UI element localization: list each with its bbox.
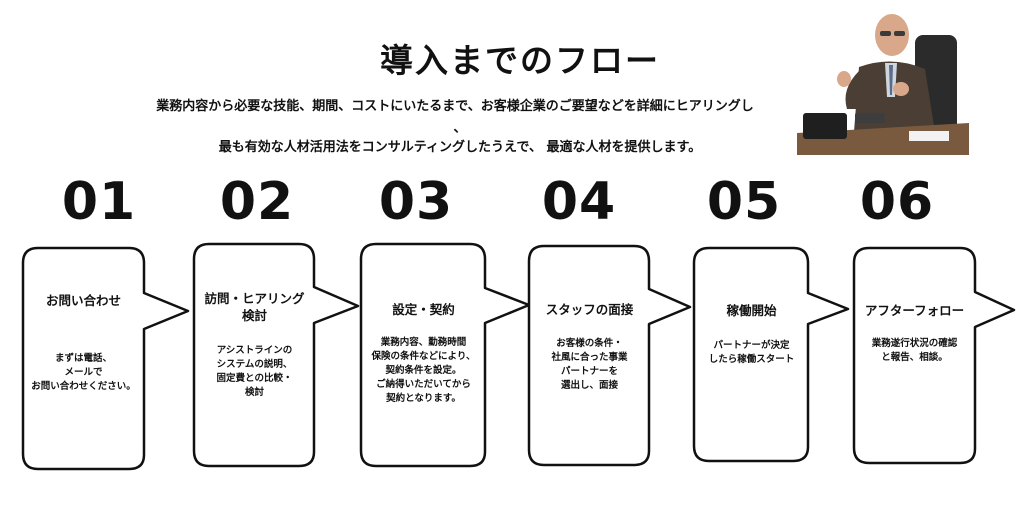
intro-text-line1: 業務内容から必要な技能、期間、コストにいたるまで、お客様企業のご要望などを詳細に…: [156, 99, 754, 114]
step-description: まずは電話、メールでお問い合わせください。: [31, 353, 136, 392]
step-description: パートナーが決定したら稼働スタート: [708, 340, 795, 365]
step-title: スタッフの面接: [545, 302, 634, 317]
callout-shape: [192, 242, 360, 468]
step-card: 訪問・ヒアリング検討 アシストラインのシステムの説明、固定費との比較・検討: [192, 242, 363, 468]
intro-text-line2: 最も有効な人材活用法をコンサルティングしたうえで、 最適な人材を提供します。: [218, 140, 702, 155]
step-card: 稼働開始 パートナーが決定したら稼働スタート: [692, 246, 853, 463]
step-number: 06: [859, 172, 935, 232]
step-description: 業務内容、勤務時間保険の条件などにより、契約条件を設定。ご納得いただいてから契約…: [371, 337, 476, 404]
step-title: 訪問・ヒアリング検討: [204, 291, 305, 323]
step-description: アシストラインのシステムの説明、固定費との比較・検討: [216, 345, 293, 398]
step-title: 稼働開始: [726, 303, 777, 318]
callout-shape: [527, 244, 692, 467]
step-number: 02: [219, 172, 295, 232]
intro-text-line1-tail: 、: [453, 121, 467, 136]
step-title: アフターフォロー: [864, 303, 965, 318]
step-number: 05: [706, 172, 782, 232]
callout-shape: [852, 246, 1016, 465]
step-title: 設定・契約: [392, 302, 455, 317]
step-description: 業務遂行状況の確認と報告、相談。: [871, 338, 958, 363]
step-card: お問い合わせ まずは電話、メールでお問い合わせください。: [21, 246, 192, 471]
callout-shape: [21, 246, 190, 471]
consultant-photo: [797, 5, 969, 155]
step-number: 01: [61, 172, 137, 232]
page-title: 導入までのフロー: [380, 41, 660, 80]
step-card: アフターフォロー 業務遂行状況の確認と報告、相談。: [852, 246, 1018, 465]
step-title: お問い合わせ: [45, 293, 121, 308]
step-number: 04: [541, 172, 617, 232]
callout-shape: [359, 242, 531, 468]
step-card: スタッフの面接 お客様の条件・社風に合った事業パートナーを選出し、面接: [527, 244, 696, 467]
callout-shape: [692, 246, 850, 463]
step-number: 03: [378, 172, 454, 232]
step-card: 設定・契約 業務内容、勤務時間保険の条件などにより、契約条件を設定。ご納得いただ…: [359, 242, 535, 468]
step-description: お客様の条件・社風に合った事業パートナーを選出し、面接: [551, 338, 628, 391]
